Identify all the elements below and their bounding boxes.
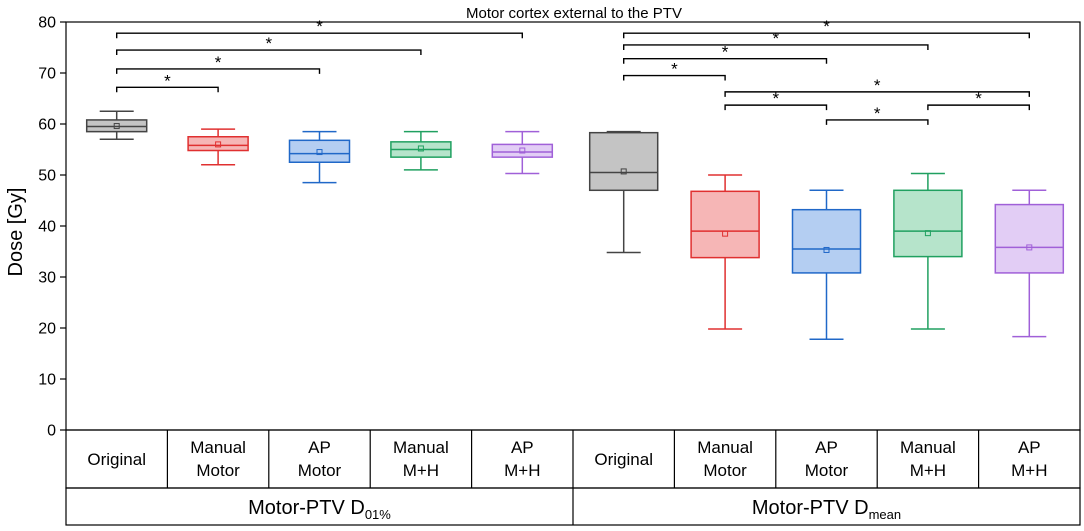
box-mean-marker <box>722 230 729 237</box>
y-axis-label: Dose [Gy] <box>5 188 27 277</box>
chart-title: Motor cortex external to the PTV <box>466 5 682 22</box>
box-mean-marker <box>215 141 222 148</box>
box-mean-marker <box>113 123 120 130</box>
significance-bracket <box>927 104 1030 111</box>
y-tick-label: 70 <box>38 66 56 83</box>
group-label-subscript: mean <box>869 507 902 522</box>
box-iqr <box>288 139 351 164</box>
box-series <box>893 172 963 330</box>
box-mean-marker <box>1026 244 1033 251</box>
significance-bracket <box>623 74 726 81</box>
y-tick-label: 80 <box>38 15 56 32</box>
category-label: Original <box>594 450 653 469</box>
category-label: M+H <box>504 461 540 480</box>
y-tick-label: 30 <box>38 270 56 287</box>
category-label: Motor <box>298 461 342 480</box>
significance-star: * <box>975 89 982 108</box>
category-label: Motor <box>703 461 747 480</box>
box-iqr <box>588 131 659 192</box>
significance-star: * <box>671 60 678 79</box>
significance-bracket <box>116 86 219 93</box>
y-tick-label: 60 <box>38 117 56 134</box>
box-iqr <box>491 143 554 158</box>
significance-star: * <box>874 76 881 95</box>
box-mean-marker <box>316 149 323 156</box>
significance-bracket <box>116 68 321 74</box>
box-iqr <box>690 190 760 259</box>
box-mean-marker <box>823 246 830 253</box>
significance-bracket <box>724 104 828 111</box>
significance-star: * <box>722 43 729 62</box>
box-mean-marker <box>519 147 526 154</box>
y-tick-label: 10 <box>38 372 56 389</box>
box-series <box>994 189 1065 338</box>
box-series <box>187 128 249 166</box>
category-label: Original <box>87 450 146 469</box>
y-tick-label: 20 <box>38 321 56 338</box>
category-label: Manual <box>190 438 246 457</box>
category-label: Manual <box>393 438 449 457</box>
significance-star: * <box>215 53 222 72</box>
box-series <box>85 110 148 141</box>
significance-bracket <box>116 32 523 39</box>
significance-bracket <box>623 58 828 64</box>
significance-star: * <box>316 17 323 36</box>
box-series <box>791 189 862 340</box>
significance-bracket <box>116 49 422 56</box>
significance-bracket <box>623 44 929 50</box>
group-label: Motor-PTV Dmean <box>752 497 901 522</box>
category-label: AP <box>1018 438 1041 457</box>
box-series <box>288 130 351 184</box>
box-mean-marker <box>620 168 627 175</box>
significance-star: * <box>823 17 830 36</box>
y-tick-label: 40 <box>38 219 56 236</box>
y-tick-label: 0 <box>47 423 56 440</box>
box-series <box>491 130 554 175</box>
significance-bracket <box>825 119 929 125</box>
box-mean-marker <box>417 145 424 152</box>
box-iqr <box>187 136 249 152</box>
significance-star: * <box>772 29 779 48</box>
significance-bracket <box>724 91 1030 97</box>
box-iqr <box>791 208 862 274</box>
box-iqr <box>85 119 148 133</box>
group-label: Motor-PTV D01% <box>248 497 391 522</box>
category-label: Motor <box>805 461 849 480</box>
category-label: AP <box>308 438 331 457</box>
category-label: M+H <box>403 461 439 480</box>
box-iqr <box>994 203 1065 274</box>
significance-star: * <box>874 104 881 123</box>
category-label: AP <box>511 438 534 457</box>
significance-star: * <box>772 89 779 108</box>
category-label: Motor <box>196 461 240 480</box>
group-label-subscript: 01% <box>365 507 391 522</box>
category-label: M+H <box>1011 461 1047 480</box>
category-label: Manual <box>697 438 753 457</box>
category-label: AP <box>815 438 838 457</box>
box-series <box>588 130 659 254</box>
y-tick-label: 50 <box>38 168 56 185</box>
box-series <box>690 174 760 330</box>
significance-bracket <box>623 32 1030 39</box>
category-label: Manual <box>900 438 956 457</box>
box-series <box>390 130 452 171</box>
significance-star: * <box>265 34 272 53</box>
box-iqr <box>893 189 963 258</box>
box-mean-marker <box>924 230 931 237</box>
significance-star: * <box>164 71 171 90</box>
category-label: M+H <box>910 461 946 480</box>
